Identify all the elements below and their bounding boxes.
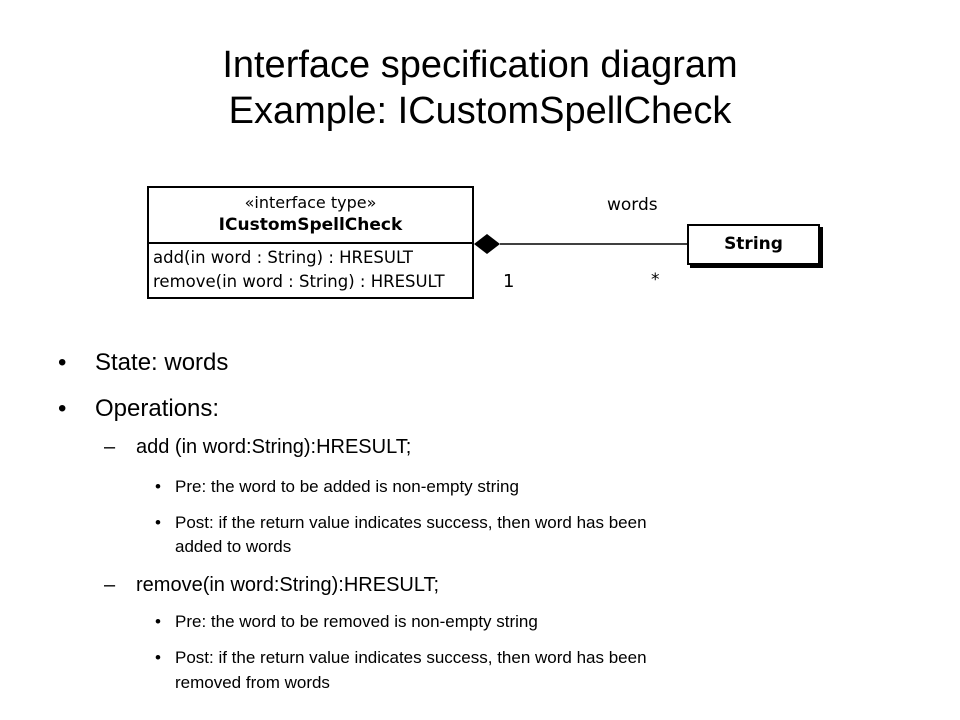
interface-header: «interface type» ICustomSpellCheck [149, 188, 472, 244]
op-remove-post-line2: removed from words [175, 673, 330, 692]
composition-diamond [474, 234, 500, 254]
interface-name: ICustomSpellCheck [218, 215, 403, 235]
bullet-state: State: words [95, 349, 229, 376]
op-remove-post-line1: Post: if the return value indicates succ… [175, 648, 647, 667]
bullet-marker: • [58, 349, 67, 376]
interface-class-box: «interface type» ICustomSpellCheck add(i… [147, 186, 474, 299]
op-add-signature: add (in word:String):HRESULT; [136, 436, 412, 458]
title-line-1: Interface specification diagram [222, 44, 738, 86]
interface-op-remove: remove(in word : String) : HRESULT [153, 272, 445, 291]
op-remove-pre: Pre: the word to be removed is non-empty… [175, 612, 538, 631]
bullet-marker: • [155, 648, 161, 667]
bullet-operations: Operations: [95, 395, 220, 422]
bullet-marker: • [155, 513, 161, 532]
bullet-marker: • [155, 612, 161, 631]
slide-title: Interface specification diagram Example:… [0, 42, 960, 134]
op-remove-signature: remove(in word:String):HRESULT; [136, 574, 440, 596]
interface-operations: add(in word : String) : HRESULT remove(i… [149, 244, 472, 294]
bullet-marker: • [58, 395, 67, 422]
op-add-pre: Pre: the word to be added is non-empty s… [175, 477, 519, 496]
bullet-marker: • [155, 477, 161, 496]
multiplicity-source: 1 [503, 271, 515, 292]
dash-marker: – [104, 436, 116, 458]
interface-stereotype: «interface type» [244, 193, 377, 212]
interface-op-add: add(in word : String) : HRESULT [153, 248, 413, 267]
op-add-post-line2: added to words [175, 537, 292, 556]
multiplicity-target: * [651, 270, 660, 290]
string-class-box: String [687, 224, 820, 265]
title-line-2: Example: ICustomSpellCheck [228, 90, 732, 132]
role-label-words: words [607, 195, 658, 215]
op-add-post-line1: Post: if the return value indicates succ… [175, 513, 647, 532]
dash-marker: – [104, 574, 116, 596]
